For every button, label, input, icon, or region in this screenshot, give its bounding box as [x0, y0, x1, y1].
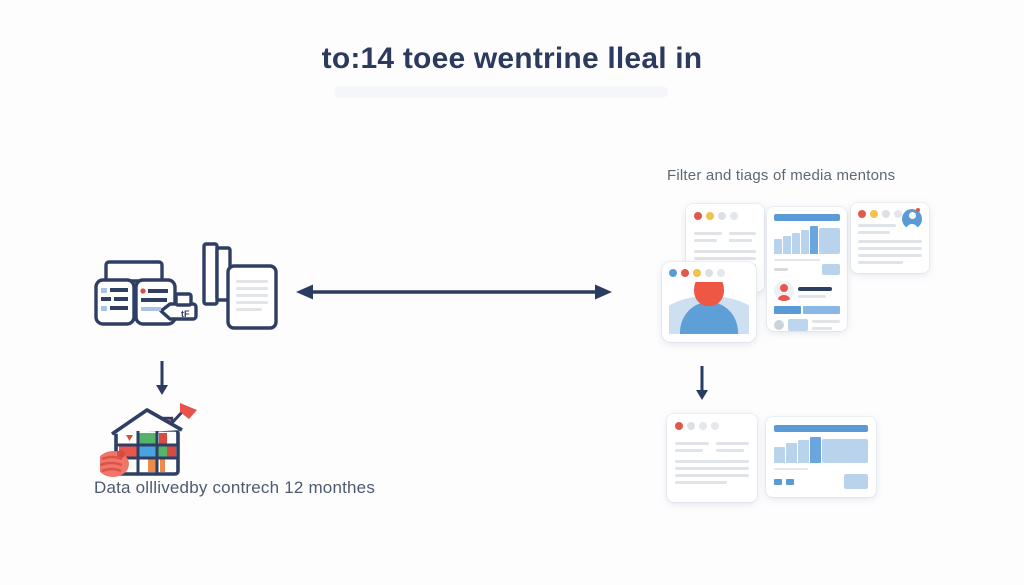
- dot-gray: [718, 212, 726, 220]
- dot-gray: [717, 269, 725, 277]
- hand-icon: [100, 450, 129, 477]
- thumbnail-placeholder: [844, 474, 868, 489]
- thumbnail-placeholder: [788, 319, 808, 331]
- archive-left-panel: [94, 278, 136, 326]
- person-head: [694, 282, 724, 306]
- legend-square: [774, 478, 782, 485]
- right-section-label: Filter and tiags of media mentons: [667, 167, 896, 184]
- dot-gray: [730, 212, 738, 220]
- dot-gray: [711, 422, 719, 430]
- dot-gray: [894, 210, 902, 218]
- chart-footer: [774, 264, 840, 275]
- divider-line: [774, 468, 808, 470]
- legend-square: [786, 478, 794, 485]
- title-underline-band: [334, 86, 668, 98]
- profile-detail-row: [774, 319, 840, 331]
- folder-spine-icon: [202, 242, 219, 306]
- table-header-band: [774, 306, 840, 314]
- card-header-bar: [774, 214, 840, 221]
- placeholder-columns: [694, 228, 756, 242]
- browser-dots: [669, 269, 749, 277]
- dot-yellow: [706, 212, 714, 220]
- page-title: to:14 toee wentrine lleal in: [321, 42, 703, 75]
- flag-icon: [180, 403, 197, 419]
- dot-red: [694, 212, 702, 220]
- avatar-placeholder: [774, 320, 784, 330]
- browser-dots: [858, 210, 922, 218]
- person-avatar-icon: [774, 281, 794, 301]
- placeholder-lines: [675, 460, 749, 484]
- dot-gray: [705, 269, 713, 277]
- dot-gray: [882, 210, 890, 218]
- dot-red: [858, 210, 866, 218]
- name-placeholder: [798, 286, 832, 291]
- house-grid-calendar-icon: [100, 403, 197, 477]
- dot-blue: [669, 269, 677, 277]
- tag-top: [174, 292, 193, 307]
- archive-lid: [104, 260, 164, 283]
- bar-chart-placeholder: [774, 226, 840, 254]
- media-mention-card-with-avatar: [851, 203, 929, 273]
- placeholder-lines: [858, 240, 922, 264]
- document-lines: [236, 280, 268, 311]
- dot-yellow: [870, 210, 878, 218]
- dot-red: [675, 422, 683, 430]
- double-headed-arrow-icon: [296, 284, 612, 300]
- tag-label: tF: [181, 309, 190, 319]
- dot-red: [681, 269, 689, 277]
- person-avatar-icon: [902, 209, 922, 229]
- analytics-profile-card: [767, 207, 847, 331]
- dot-gray: [687, 422, 695, 430]
- person-highlight-card: [662, 262, 756, 342]
- browser-dots: [675, 422, 749, 430]
- archive-panel-lines: [101, 288, 168, 311]
- calendar-grid-cells: [119, 433, 176, 472]
- bottom-caption: Data olllivedby contrech 12 monthes: [94, 478, 376, 497]
- tag-icon: [159, 302, 198, 321]
- profile-summary: [774, 281, 840, 301]
- placeholder-columns: [675, 438, 749, 452]
- chart-footer: [774, 474, 868, 489]
- analytics-card: [766, 417, 876, 497]
- archive-documents-icon: tF: [94, 242, 278, 330]
- notification-dot: [916, 208, 920, 212]
- house-roof: [110, 408, 183, 436]
- person-figure-icon: [669, 282, 749, 334]
- dot-gray: [699, 422, 707, 430]
- placeholder-lines: [858, 224, 896, 234]
- bar-chart-placeholder: [774, 437, 868, 463]
- browser-dots: [694, 212, 756, 220]
- article-card: [667, 414, 757, 502]
- dot-yellow: [693, 269, 701, 277]
- card-header-bar: [774, 425, 868, 432]
- divider-line: [774, 259, 821, 261]
- down-arrow-icon: [696, 366, 708, 400]
- down-arrow-icon: [156, 361, 168, 395]
